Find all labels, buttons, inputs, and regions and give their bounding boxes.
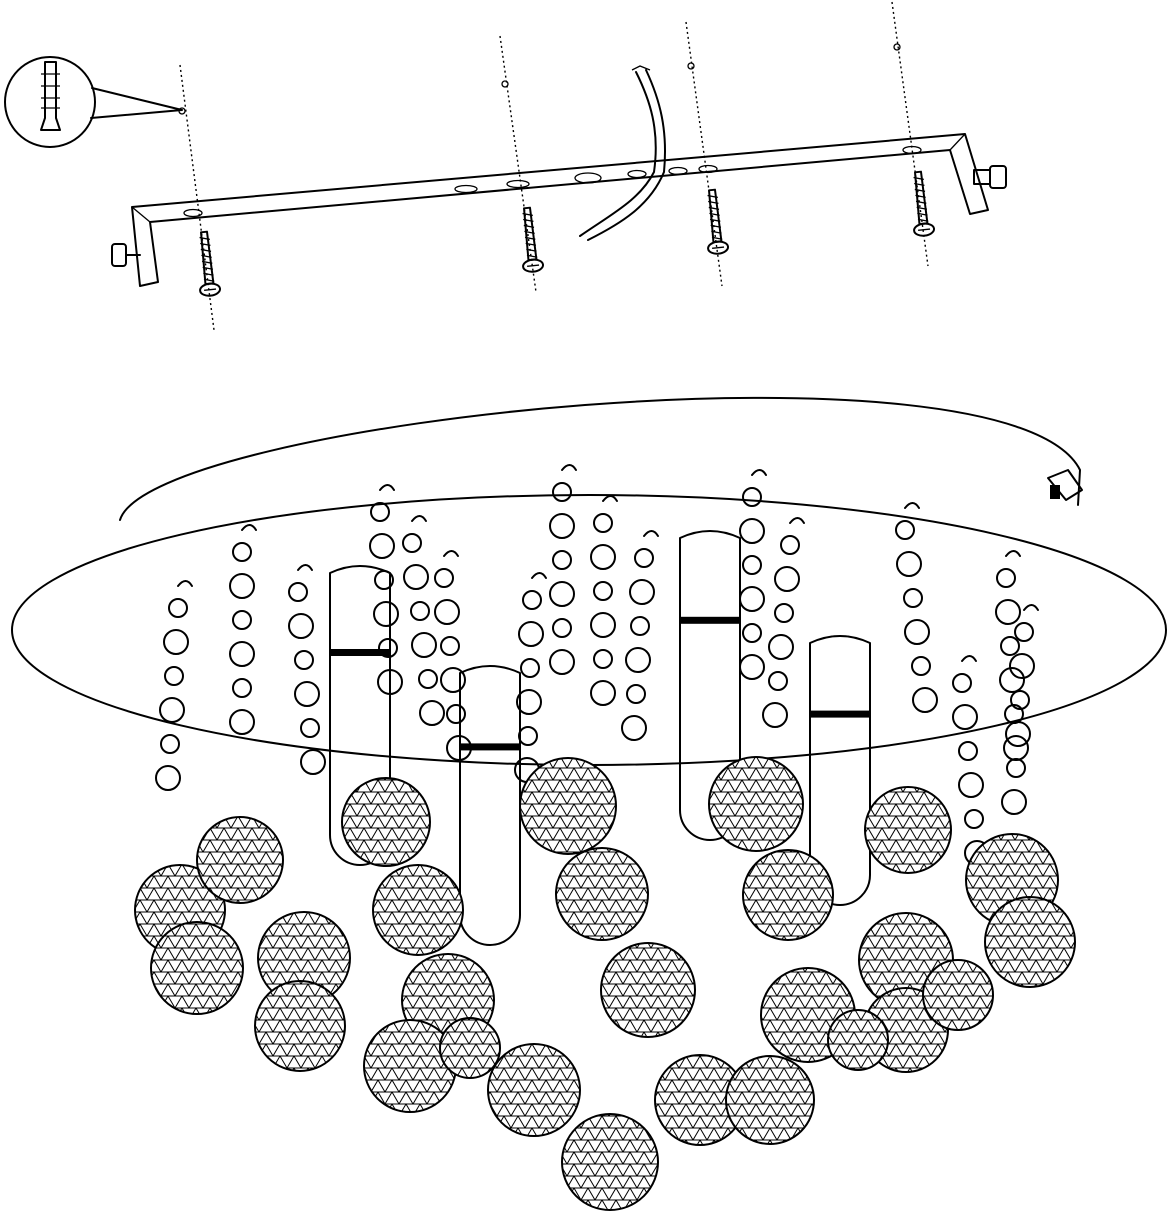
crystal-icon (922, 959, 994, 1031)
lamp-holder-icon (459, 665, 521, 946)
crystal-strand (434, 550, 472, 761)
crystal-icon (864, 786, 952, 874)
screw-icon (913, 170, 936, 237)
crystal-strand (739, 469, 767, 680)
crystal-strand (288, 564, 326, 775)
crystal-strand (229, 524, 257, 735)
detail-callout (4, 56, 183, 148)
crystal-strand (762, 517, 805, 728)
crystal-strands (134, 464, 1076, 1211)
crystal-icon (742, 849, 834, 941)
crystal-icon (600, 942, 696, 1038)
crystal-icon (372, 864, 464, 956)
crystal-icon (725, 1055, 815, 1145)
screw-icon (522, 206, 545, 273)
supply-cable (579, 65, 667, 241)
screw-icon (707, 188, 730, 255)
crystal-strand (995, 550, 1029, 761)
crystal-icon (984, 896, 1076, 988)
crystal-icon (341, 777, 431, 867)
mounting-bracket (111, 133, 1007, 287)
crystal-strand (590, 495, 618, 706)
crystal-strand (155, 580, 193, 791)
crystal-icon (519, 757, 617, 855)
crystal-icon (439, 1017, 501, 1079)
screw-icon (199, 230, 222, 297)
crystal-strand (621, 530, 659, 741)
crystal-icon (196, 816, 284, 904)
screws (199, 170, 936, 297)
crystal-icon (150, 921, 244, 1015)
crystal-strand (402, 515, 445, 726)
crystal-strand (549, 464, 577, 675)
drill-lines (179, 1, 929, 331)
crystal-strand (895, 502, 938, 713)
crystal-icon (254, 980, 346, 1072)
crystal-strand (952, 655, 990, 866)
crystal-icon (555, 847, 649, 941)
crystal-icon (363, 1019, 457, 1113)
crystal-icon (708, 756, 804, 852)
crystal-icon (827, 1009, 889, 1071)
crystal-icon (487, 1043, 581, 1137)
bracket-screw-left (111, 243, 141, 267)
anchor-holes (178, 43, 901, 115)
bracket-screw-right (973, 165, 1007, 189)
crystal-strand (369, 484, 403, 695)
crystal-icon (561, 1113, 659, 1211)
crystal-strand (1001, 604, 1039, 815)
wall-plug-icon (40, 61, 61, 131)
